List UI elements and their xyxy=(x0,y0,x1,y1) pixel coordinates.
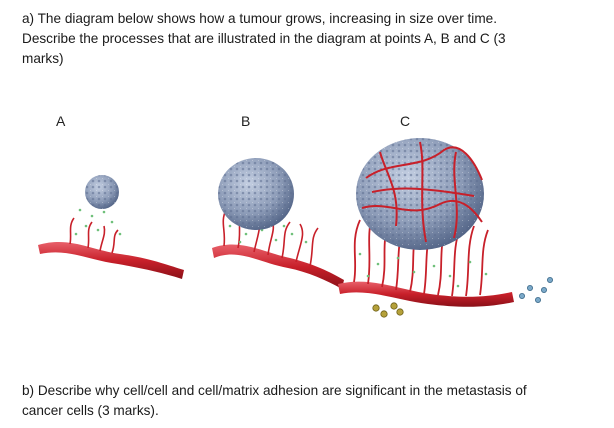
stage-a-capillaries xyxy=(69,217,119,254)
figure-label-b: B xyxy=(241,113,251,129)
stage-a-blood-vessel xyxy=(38,242,184,279)
stage-a-growth-factor-dots xyxy=(74,208,122,236)
question-a: a) The diagram below shows how a tumour … xyxy=(22,9,592,69)
question-a-line-1: a) The diagram below shows how a tumour … xyxy=(22,11,497,26)
stage-c-blood-vessel xyxy=(338,281,514,307)
question-b-line-2: cancer cells (3 marks). xyxy=(22,403,159,418)
stage-c-group xyxy=(338,138,554,318)
question-a-line-3: marks) xyxy=(22,51,64,66)
question-b: b) Describe why cell/cell and cell/matri… xyxy=(22,381,592,421)
figure-label-a: A xyxy=(56,113,66,129)
stage-c-growth-factor-dots xyxy=(358,252,488,288)
stage-c-free-cells xyxy=(519,276,554,303)
stage-b-group xyxy=(212,158,344,289)
stage-a-group xyxy=(38,175,184,279)
tumour-growth-diagram xyxy=(38,138,554,318)
question-b-line-1: b) Describe why cell/cell and cell/matri… xyxy=(22,383,527,398)
stage-c-cells xyxy=(372,302,404,318)
question-a-line-2: Describe the processes that are illustra… xyxy=(22,31,506,46)
stage-c-tumour-vessel-network xyxy=(361,141,483,243)
figure-label-c: C xyxy=(400,113,411,129)
stage-b-blood-vessel xyxy=(212,244,344,289)
